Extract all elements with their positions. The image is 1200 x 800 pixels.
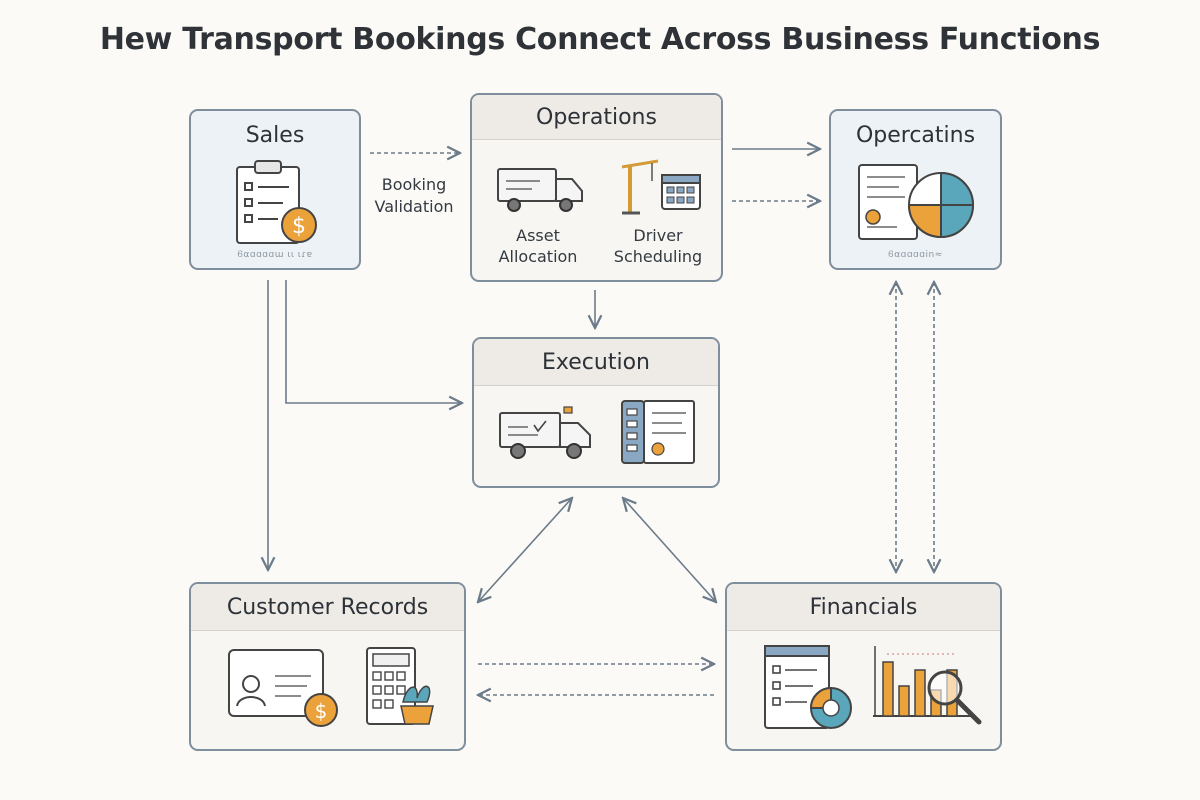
bar-chart-magnifier-icon: [873, 646, 982, 725]
node-customer-records-label: Customer Records: [226, 595, 429, 620]
node-opercatins-footer: Ꮾαɑɑɑɑin≈: [888, 250, 943, 260]
node-financials-label: Financials: [809, 595, 918, 620]
report-pie-icon: [858, 164, 975, 240]
truck-icon: [497, 168, 583, 212]
node-execution-label: Execution: [542, 350, 650, 375]
node-operations-label: Operations: [536, 105, 657, 130]
node-execution[interactable]: Execution: [472, 337, 720, 488]
id-card-dollar-icon: $: [228, 649, 338, 727]
node-sales-footer: Ꮾαɑɑɑɑɯ ɩɩ ɩɾɐ: [237, 250, 313, 260]
calculator-plant-icon: [366, 647, 434, 725]
node-operations[interactable]: Operations Asset Allocation Driver Sched…: [470, 93, 723, 282]
node-sales[interactable]: Sales $ Ꮾαɑɑɑɑɯ ɩɩ ɩɾɐ: [189, 109, 361, 270]
crane-calendar-icon: [621, 159, 701, 215]
node-customer-records[interactable]: Customer Records $: [189, 582, 466, 751]
arrow-sales-to-execution: [285, 280, 462, 403]
node-opercatins[interactable]: Opercatins Ꮾαɑɑɑɑin≈: [829, 109, 1002, 270]
node-financials[interactable]: Financials: [725, 582, 1002, 751]
svg-text:$: $: [292, 214, 306, 239]
node-opercatins-label: Opercatins: [855, 123, 976, 148]
edge-label-booking-validation: Booking Validation: [374, 175, 454, 216]
node-operations-left-caption: Asset Allocation: [498, 226, 578, 266]
node-operations-right-caption: Driver Scheduling: [613, 226, 703, 266]
delivery-truck-icon: [499, 406, 591, 459]
arrow-execution-customer-records: [478, 498, 572, 602]
node-sales-label: Sales: [245, 123, 305, 148]
arrow-execution-financials: [623, 498, 716, 602]
page-title: Hew Transport Bookings Connect Across Bu…: [99, 22, 1101, 57]
checklist-pie-icon: [764, 645, 852, 729]
svg-text:$: $: [315, 699, 328, 723]
checklist-document-icon: [621, 400, 695, 464]
clipboard-dollar-icon: $: [236, 160, 317, 244]
